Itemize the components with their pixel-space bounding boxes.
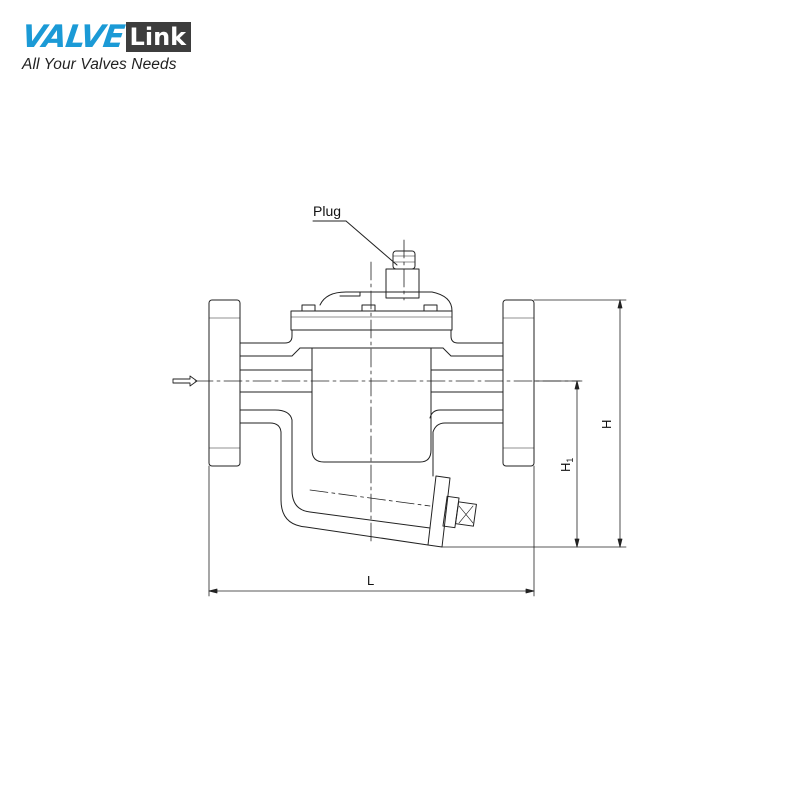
- dimension-height-1: H1: [533, 380, 583, 548]
- dimension-height: H: [441, 299, 627, 548]
- dim-length-label: L: [367, 573, 374, 588]
- brand-logo: VALVE Link All Your Valves Needs: [19, 19, 222, 78]
- right-flange: [502, 299, 535, 467]
- plug-callout: Plug: [312, 203, 398, 266]
- flow-arrow-icon: [172, 375, 198, 387]
- callout-plug-label: Plug: [313, 203, 341, 219]
- logo-wordmark: VALVE Link: [19, 19, 222, 55]
- dimension-length: L: [208, 465, 535, 597]
- logo-link-box: Link: [125, 22, 192, 52]
- valve-body: [239, 250, 504, 548]
- center-lines: [194, 239, 581, 546]
- dim-height1-label: H1: [558, 458, 575, 472]
- left-flange: [208, 299, 241, 467]
- dim-height-label: H: [599, 420, 614, 429]
- logo-tagline: All Your Valves Needs: [22, 56, 177, 73]
